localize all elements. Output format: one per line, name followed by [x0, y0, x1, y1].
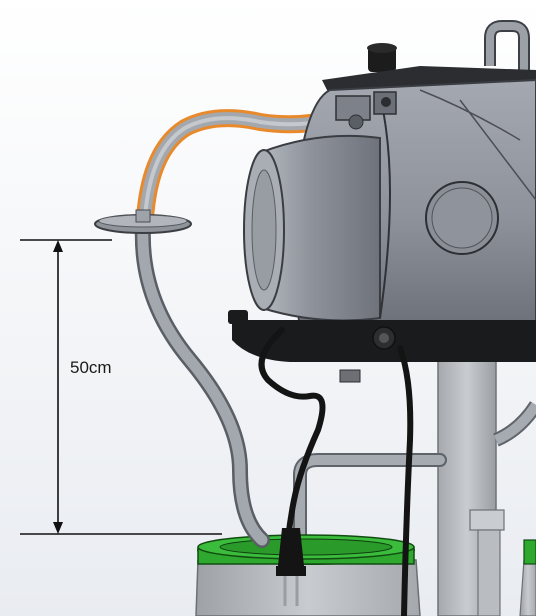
dimension-arrow-bottom — [53, 522, 63, 534]
motor-drum — [261, 134, 381, 322]
power-plug — [278, 528, 304, 566]
hose — [134, 220, 270, 548]
second-bucket — [519, 539, 536, 616]
dimension-arrow-top — [53, 240, 63, 252]
top-knob — [368, 46, 396, 72]
dimension-label: 50cm — [70, 358, 112, 377]
height-dimension — [20, 239, 222, 535]
power-cable — [258, 327, 414, 616]
stand — [437, 359, 505, 616]
highlighted-hose — [136, 109, 347, 227]
vacuum-pump — [228, 20, 536, 383]
filter-disc — [94, 209, 192, 234]
milk-bucket — [195, 534, 421, 616]
